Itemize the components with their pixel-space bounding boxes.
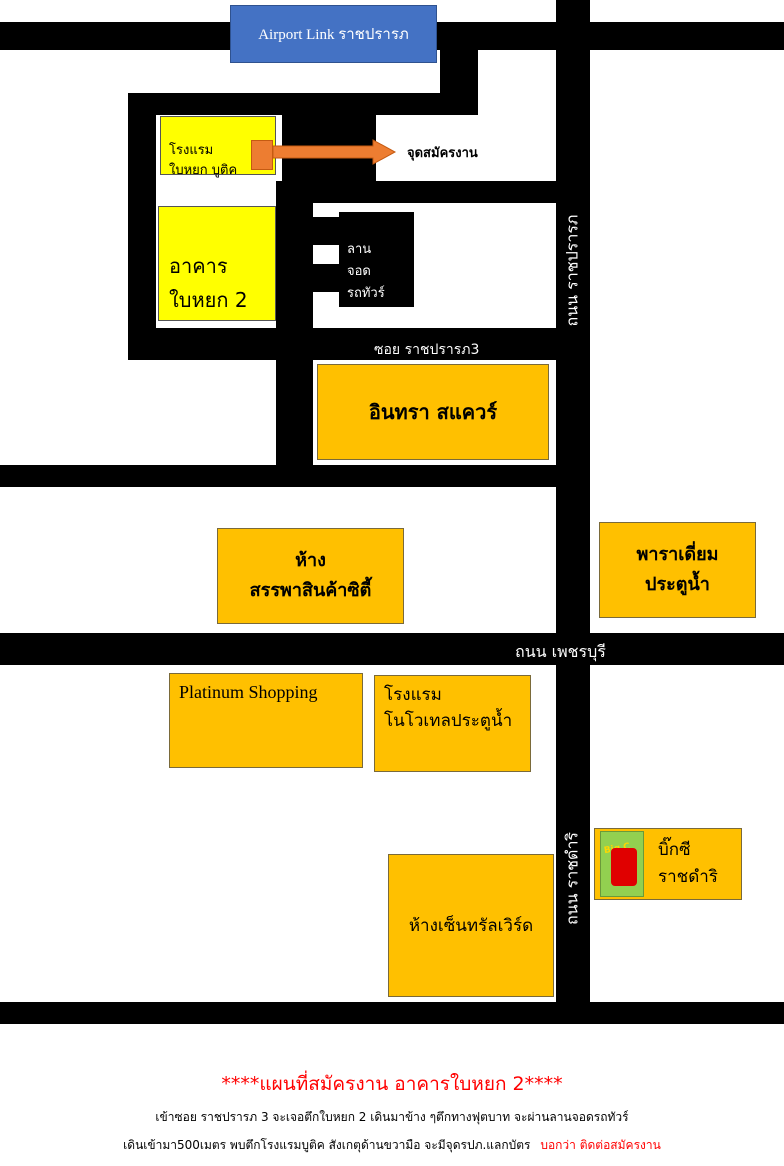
bigc-ratchadamri: Big C บิ๊กซี ราชดำริ: [594, 828, 742, 900]
road-phetchaburi: [0, 633, 784, 665]
parking-driveway-2: [313, 264, 341, 292]
central-world-label: ห้างเซ็นทรัลเวิร์ด: [408, 916, 534, 936]
airport-link-label: Airport Link ราชปรารภ: [258, 27, 409, 43]
register-arrow: [273, 139, 397, 165]
bigc-logo: Big C: [600, 831, 644, 897]
city-mall-label: ห้าง สรรพาสินค้าซิตี้: [249, 550, 372, 601]
central-world: ห้างเซ็นทรัลเวิร์ด: [388, 854, 554, 997]
platinum-shopping: Platinum Shopping: [169, 673, 363, 768]
inner-road-2: [276, 181, 558, 203]
footer-title: ****แผนที่สมัครงาน อาคารใบหยก 2****: [221, 1073, 563, 1095]
baiyoke2-label: อาคาร ใบหยก 2: [169, 254, 248, 312]
road-bottom: [0, 1002, 784, 1024]
road-ratchaprarop: [556, 0, 590, 1020]
ratchaprarop-road-label: ถนน ราชปรารภ: [562, 214, 582, 327]
city-shopping-mall: ห้าง สรรพาสินค้าซิตี้: [217, 528, 404, 624]
novotel-pratunam: โรงแรม โนโวเทลประตูน้ำ: [374, 675, 531, 772]
phetchaburi-road-label: ถนน เพชรบุรี: [515, 642, 606, 661]
boutique-hotel-label: โรงแรม ใบหยก บูติค: [169, 143, 238, 178]
airport-link-station: Airport Link ราชปรารภ: [230, 5, 437, 63]
footer-line2-red: บอกว่า ติดต่อสมัครงาน: [540, 1138, 661, 1152]
bigc-label: บิ๊กซี ราชดำริ: [658, 840, 718, 887]
road-mid: [0, 465, 590, 487]
boutique-hotel: โรงแรม ใบหยก บูติค: [160, 116, 276, 178]
arrow-icon: [273, 139, 397, 165]
footer: ****แผนที่สมัครงาน อาคารใบหยก 2**** เข้า…: [0, 1070, 784, 1158]
tour-bus-parking: ลาน จอด รถทัวร์: [339, 212, 414, 307]
register-point-label: จุดสมัครงาน: [407, 146, 478, 161]
soi-ratchaprarop3-road: [128, 328, 558, 360]
baiyoke2-building: อาคาร ใบหยก 2: [158, 206, 276, 321]
parking-label: ลาน จอด รถทัวร์: [347, 242, 385, 301]
footer-line1: เข้าซอย ราชปรารภ 3 จะเจอตึกใบหยก 2 เดินม…: [155, 1110, 629, 1124]
bigc-c-icon: [611, 848, 637, 886]
register-point-marker: [251, 140, 273, 170]
footer-line2-wrap: เดินเข้ามา500เมตร พบตึกโรงแรมบูติค สังเก…: [0, 1132, 784, 1158]
parking-driveway-1: [313, 217, 341, 245]
palladium-pratunam: พาราเดี่ยม ประตูน้ำ: [599, 522, 756, 618]
platinum-label: Platinum Shopping: [179, 682, 318, 702]
indra-square: อินทรา สแควร์: [317, 364, 549, 460]
palladium-label: พาราเดี่ยม ประตูน้ำ: [636, 544, 719, 595]
soi-ratchaprarop3-label: ซอย ราชปรารภ3: [374, 342, 480, 358]
block-left-wall: [128, 93, 156, 360]
indra-square-label: อินทรา สแควร์: [368, 400, 498, 424]
ratchadamri-road-label: ถนน ราชดำริ: [562, 831, 582, 926]
novotel-label: โรงแรม โนโวเทลประตูน้ำ: [384, 685, 513, 731]
footer-line2: เดินเข้ามา500เมตร พบตึกโรงแรมบูติค สังเก…: [123, 1138, 531, 1152]
